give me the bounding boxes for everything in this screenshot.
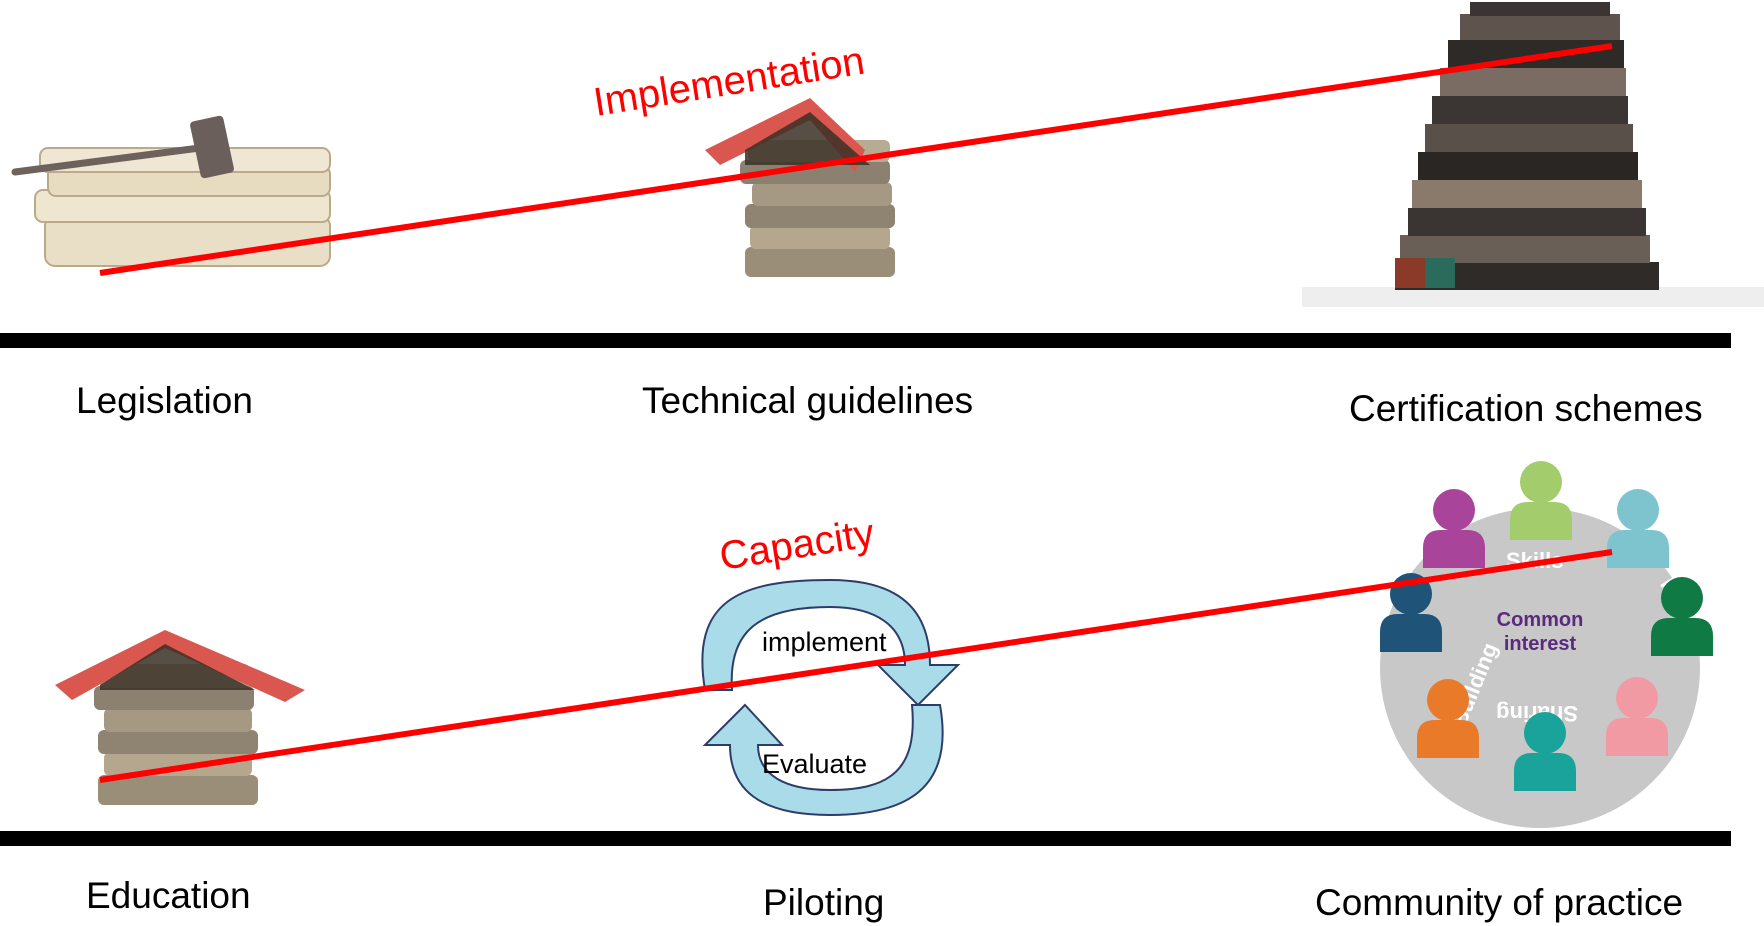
certification-schemes-stack-icon [1302, 2, 1764, 307]
top-baseline [0, 333, 1731, 348]
technical-guidelines-books-icon [705, 98, 895, 277]
cycle-evaluate-label: Evaluate [762, 749, 867, 779]
capacity-trend-line [99, 549, 1613, 783]
legislation-label: Legislation [76, 380, 253, 421]
person-magenta-icon [1423, 489, 1485, 568]
bottom-baseline [0, 831, 1731, 846]
certification-schemes-label: Certification schemes [1349, 388, 1703, 429]
community-of-practice-label: Community of practice [1315, 882, 1684, 923]
person-green-top-icon [1510, 461, 1572, 540]
cycle-implement-label: implement [762, 627, 887, 657]
technical-guidelines-label: Technical guidelines [642, 380, 974, 421]
person-dark-green-icon [1651, 577, 1713, 656]
center-text-line-2: interest [1504, 633, 1577, 655]
implementation-label: Implementation [591, 39, 868, 125]
person-light-blue-icon [1607, 489, 1669, 568]
implementation-trend-line [99, 43, 1613, 276]
implement-evaluate-cycle-icon: implement Evaluate [701, 578, 961, 817]
person-pink-icon [1606, 677, 1668, 756]
legislation-books-gavel-icon [11, 115, 331, 267]
capacity-label: Capacity [717, 511, 878, 579]
education-label: Education [86, 875, 251, 916]
person-orange-icon [1417, 679, 1479, 758]
person-teal-icon [1514, 712, 1576, 791]
piloting-label: Piloting [763, 882, 885, 923]
community-of-practice-icon: Skills Knowledge Sharing Building Common… [1380, 461, 1739, 828]
center-text-line-1: Common [1497, 609, 1584, 631]
education-books-icon [55, 630, 305, 805]
